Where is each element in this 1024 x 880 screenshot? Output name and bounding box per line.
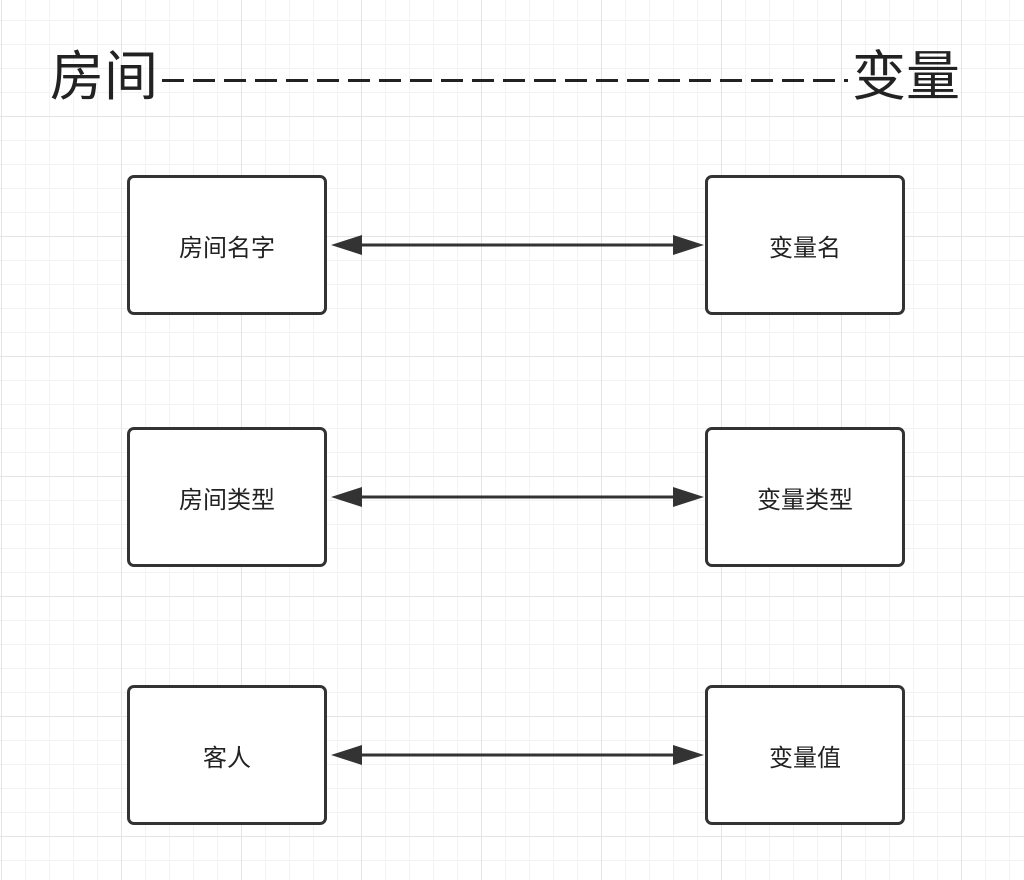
node-variable-value[interactable]: 变量值 [705, 685, 905, 825]
node-label: 变量类型 [757, 485, 853, 514]
arrow-row-3 [331, 745, 704, 765]
arrowhead-left [331, 745, 362, 765]
title-left-text: 房间 [50, 45, 158, 108]
node-label: 房间类型 [179, 485, 275, 514]
node-label: 客人 [203, 743, 251, 772]
title-right-text: 变量 [852, 45, 960, 108]
title-dashed-connector [162, 78, 848, 82]
node-variable-type[interactable]: 变量类型 [705, 427, 905, 567]
arrowhead-right [673, 235, 704, 255]
node-room-type[interactable]: 房间类型 [127, 427, 327, 567]
node-room-name[interactable]: 房间名字 [127, 175, 327, 315]
node-label: 变量值 [769, 743, 841, 772]
arrowhead-left [331, 487, 362, 507]
arrow-row-2 [331, 487, 704, 507]
node-guest[interactable]: 客人 [127, 685, 327, 825]
node-variable-name[interactable]: 变量名 [705, 175, 905, 315]
arrowhead-right [673, 487, 704, 507]
node-label: 房间名字 [179, 233, 275, 262]
arrowhead-right [673, 745, 704, 765]
diagram-title: 房间 变量 [50, 42, 960, 112]
arrowhead-left [331, 235, 362, 255]
arrow-row-1 [331, 235, 704, 255]
node-label: 变量名 [769, 233, 841, 262]
